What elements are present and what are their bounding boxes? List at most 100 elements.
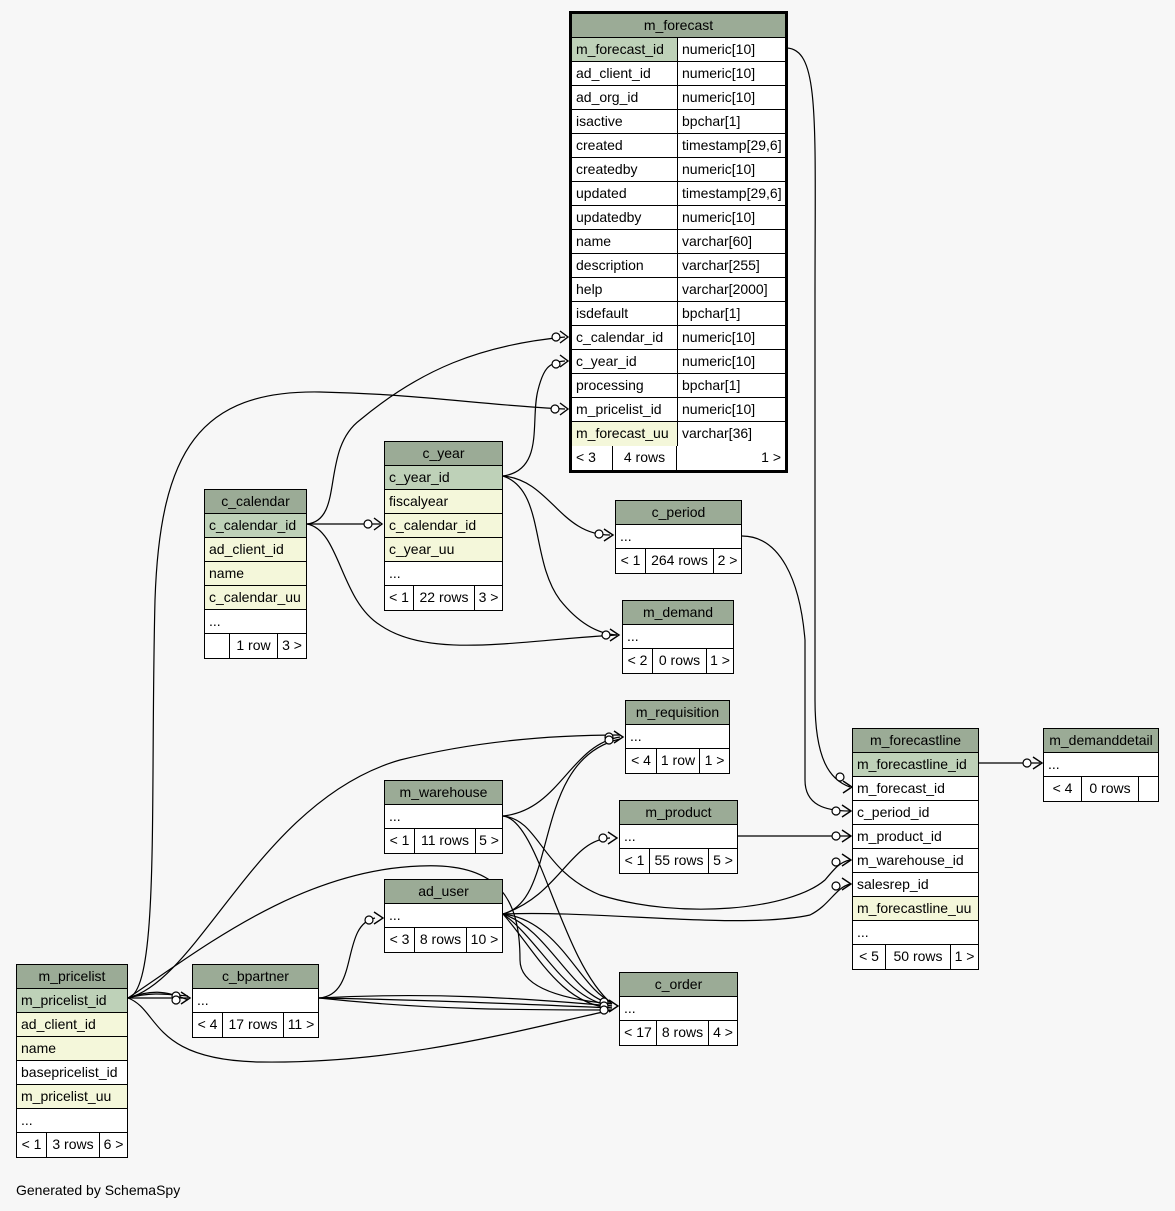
table-m_demanddetail[interactable]: m_demanddetail ... < 4 0 rows: [1043, 728, 1159, 802]
column-name: m_pricelist_id: [576, 401, 662, 417]
row-count: 264 rows: [645, 549, 713, 573]
row-count: 22 rows: [413, 586, 474, 610]
column-row: ...: [627, 628, 639, 644]
children-count[interactable]: 2 >: [713, 549, 741, 573]
table-title: ad_user: [385, 880, 502, 904]
children-count[interactable]: 11 >: [283, 1013, 318, 1037]
table-title: m_warehouse: [385, 781, 502, 805]
column-type: numeric[10]: [677, 350, 785, 373]
row-count: 0 rows: [652, 649, 706, 673]
column-row: m_warehouse_id: [857, 852, 964, 868]
table-m_warehouse[interactable]: m_warehouse ... < 1 11 rows 5 >: [384, 780, 503, 854]
table-title: c_year: [385, 442, 502, 466]
table-m_product[interactable]: m_product ... < 1 55 rows 5 >: [619, 800, 738, 874]
column-row: ...: [21, 1112, 33, 1128]
column-type: bpchar[1]: [677, 110, 785, 133]
column-type: timestamp[29,6]: [677, 134, 785, 157]
column-row: isdefault bpchar[1]: [572, 302, 785, 326]
children-count[interactable]: 1 >: [706, 649, 733, 673]
children-count[interactable]: 1 >: [699, 749, 729, 773]
column-row: description varchar[255]: [572, 254, 785, 278]
row-count: 4 rows: [612, 446, 676, 470]
table-title: c_period: [616, 501, 741, 525]
table-m_forecastline[interactable]: m_forecastline m_forecastline_id m_forec…: [852, 728, 979, 970]
column-type: numeric[10]: [677, 158, 785, 181]
column-name: processing: [576, 377, 644, 393]
table-m_requisition[interactable]: m_requisition ... < 4 1 row 1 >: [625, 700, 730, 774]
parents-count[interactable]: < 1: [620, 552, 641, 568]
parents-count: [205, 634, 229, 658]
parents-count[interactable]: < 4: [1052, 780, 1073, 796]
children-count[interactable]: 1 >: [950, 945, 978, 969]
column-type: varchar[2000]: [677, 278, 785, 301]
column-row: ...: [389, 808, 401, 824]
table-c_period[interactable]: c_period ... < 1 264 rows 2 >: [615, 500, 742, 574]
column-row: c_calendar_id: [389, 517, 477, 533]
children-count[interactable]: 5 >: [708, 849, 737, 873]
column-row: ...: [624, 828, 636, 844]
column-row: name: [209, 565, 245, 581]
row-count: 11 rows: [414, 829, 475, 853]
parents-count[interactable]: < 3: [576, 449, 596, 465]
children-count[interactable]: 10 >: [466, 928, 502, 952]
column-name: name: [576, 233, 612, 249]
column-name: isdefault: [576, 305, 629, 321]
column-name: created: [576, 137, 623, 153]
column-row: m_forecast_id: [857, 780, 945, 796]
table-m_pricelist[interactable]: m_pricelist m_pricelist_id ad_client_id …: [16, 964, 128, 1158]
column-row: basepricelist_id: [21, 1064, 118, 1080]
parents-count[interactable]: < 4: [631, 752, 651, 768]
table-c_calendar[interactable]: c_calendar c_calendar_id ad_client_id na…: [204, 489, 307, 659]
children-count[interactable]: 1 >: [676, 446, 785, 470]
column-row: isactive bpchar[1]: [572, 110, 785, 134]
table-c_order[interactable]: c_order ... < 17 8 rows 4 >: [619, 972, 738, 1046]
parents-count[interactable]: < 5: [859, 948, 879, 964]
parents-count[interactable]: < 4: [197, 1016, 218, 1032]
parents-count[interactable]: < 1: [624, 852, 645, 868]
children-count[interactable]: 6 >: [99, 1133, 127, 1157]
column-name: c_calendar_id: [576, 329, 664, 345]
parents-count[interactable]: < 1: [21, 1136, 42, 1152]
column-row: ...: [620, 528, 632, 544]
table-c_year[interactable]: c_year c_year_id fiscalyear c_calendar_i…: [384, 441, 503, 611]
table-title: c_order: [620, 973, 737, 997]
children-count[interactable]: 3 >: [474, 586, 502, 610]
column-type: numeric[10]: [677, 62, 785, 85]
column-name: isactive: [576, 113, 623, 129]
children-count[interactable]: 3 >: [277, 634, 306, 658]
parents-count[interactable]: < 1: [389, 832, 410, 848]
children-count[interactable]: 5 >: [475, 829, 502, 853]
parents-count[interactable]: < 2: [627, 652, 648, 668]
table-c_bpartner[interactable]: c_bpartner ... < 4 17 rows 11 >: [192, 964, 319, 1038]
table-title: m_forecastline: [853, 729, 978, 753]
column-row: m_pricelist_uu: [21, 1088, 112, 1104]
column-row: ...: [389, 565, 401, 581]
row-count: 1 row: [229, 634, 277, 658]
parents-count[interactable]: < 17: [624, 1024, 652, 1040]
column-type: bpchar[1]: [677, 302, 785, 325]
row-count: 17 rows: [222, 1013, 283, 1037]
parents-count[interactable]: < 1: [389, 589, 409, 605]
column-type: numeric[10]: [677, 398, 785, 421]
children-count[interactable]: 4 >: [708, 1021, 737, 1045]
table-ad_user[interactable]: ad_user ... < 3 8 rows 10 >: [384, 879, 503, 953]
column-row: m_forecastline_id: [857, 756, 967, 772]
column-type: varchar[255]: [677, 254, 785, 277]
column-row: salesrep_id: [857, 876, 929, 892]
table-m_demand[interactable]: m_demand ... < 2 0 rows 1 >: [622, 600, 734, 674]
row-count: 8 rows: [656, 1021, 708, 1045]
column-row: ...: [1048, 756, 1060, 772]
column-row: m_pricelist_id: [21, 992, 107, 1008]
column-row: name: [21, 1040, 57, 1056]
table-title: m_demanddetail: [1044, 729, 1158, 753]
parents-count[interactable]: < 3: [389, 931, 410, 947]
column-type: varchar[36]: [677, 422, 785, 446]
table-title: m_forecast: [572, 14, 785, 38]
column-name: description: [576, 257, 644, 273]
children-count: [1138, 777, 1158, 801]
